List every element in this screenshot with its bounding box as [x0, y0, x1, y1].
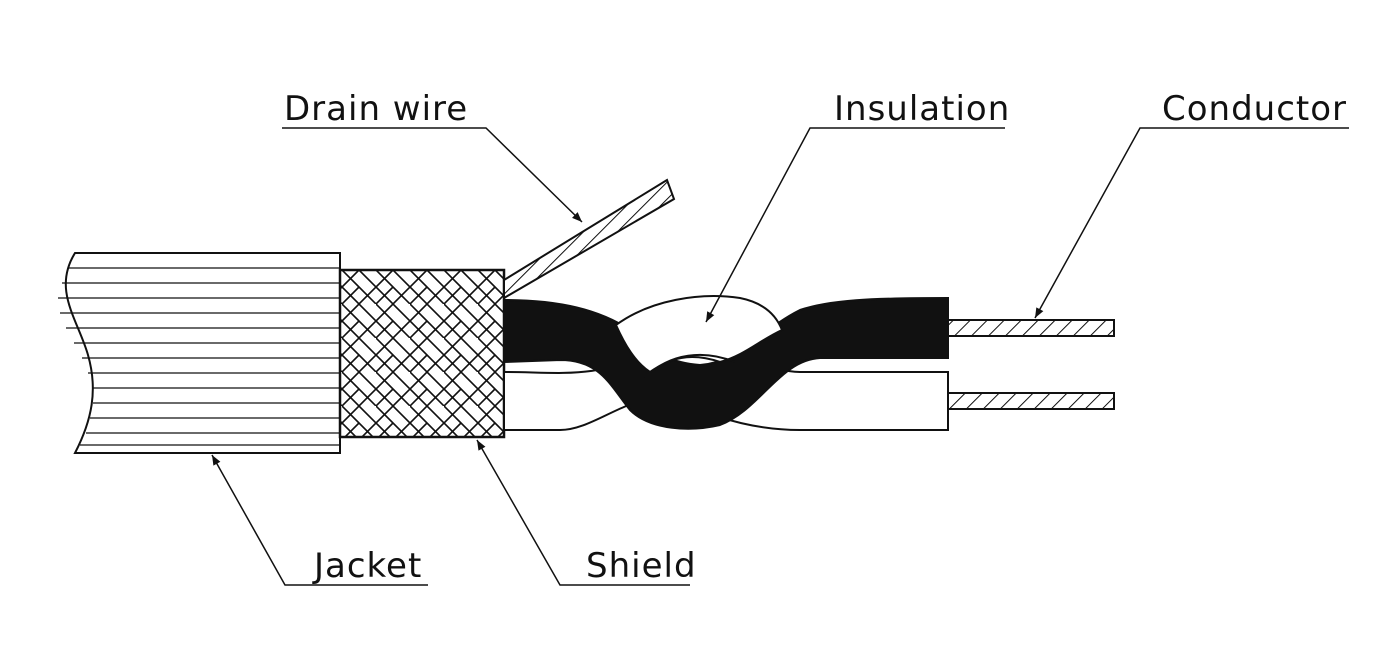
shield: [338, 268, 506, 439]
drain-wire-leader: [282, 127, 583, 223]
conductor-lower: [947, 392, 1115, 410]
conductor-label: Conductor: [1162, 89, 1348, 129]
drain-wire: [503, 178, 676, 300]
jacket-label: Jacket: [314, 546, 423, 586]
drain-wire-label: Drain wire: [284, 89, 469, 129]
conductor-upper: [947, 319, 1115, 337]
shield-leader: [476, 439, 690, 586]
jacket: [58, 252, 341, 454]
jacket-leader: [211, 454, 428, 586]
shield-label: Shield: [586, 546, 697, 586]
conductor-leader: [1034, 127, 1349, 319]
insulation-leader: [705, 127, 1005, 323]
insulation-label: Insulation: [834, 89, 1011, 129]
